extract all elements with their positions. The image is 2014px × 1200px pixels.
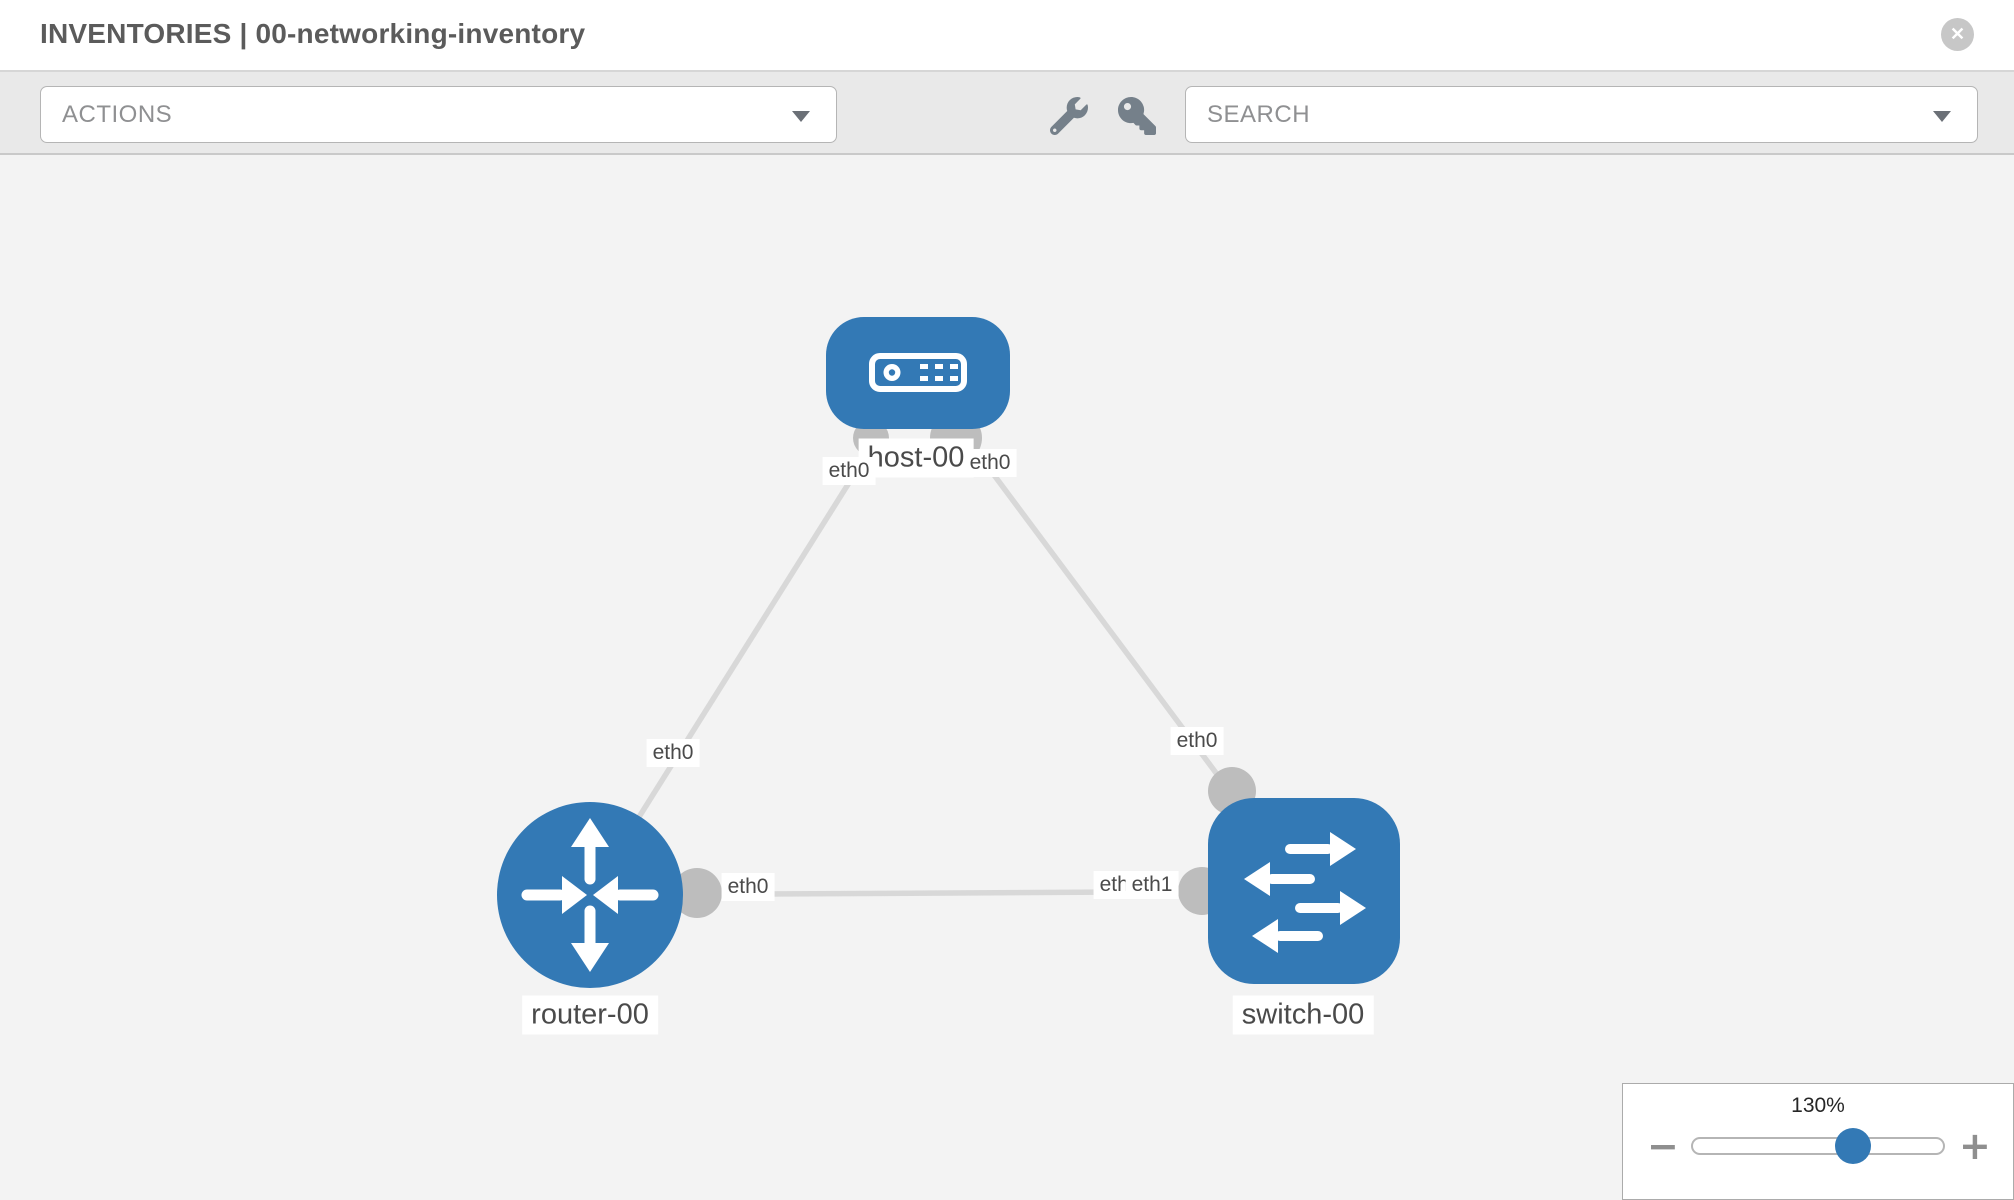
zoom-in-button[interactable]: + bbox=[1959, 1124, 1991, 1168]
toolbar: ACTIONS SEARCH bbox=[0, 72, 2014, 155]
node-switch-00[interactable] bbox=[1208, 798, 1400, 984]
node-label-host-00: host-00 bbox=[858, 438, 974, 478]
interface-label: eth0 bbox=[721, 873, 775, 901]
key-button[interactable] bbox=[1118, 97, 1156, 135]
caret-down-icon bbox=[1933, 111, 1951, 122]
header: INVENTORIES | 00-networking-inventory ✕ bbox=[0, 0, 2014, 72]
caret-down-icon bbox=[792, 111, 810, 122]
plus-icon: + bbox=[1959, 1124, 1991, 1168]
host-icon bbox=[869, 353, 967, 392]
router-icon bbox=[521, 818, 659, 972]
wrench-icon bbox=[1049, 97, 1088, 136]
key-icon bbox=[1118, 97, 1156, 135]
minus-icon: − bbox=[1647, 1124, 1679, 1168]
page-title: INVENTORIES | 00-networking-inventory bbox=[40, 18, 586, 49]
close-icon: ✕ bbox=[1949, 24, 1966, 44]
interface-label: eth0 bbox=[963, 449, 1017, 477]
actions-dropdown-label: ACTIONS bbox=[62, 101, 173, 128]
search-dropdown[interactable]: SEARCH bbox=[1185, 86, 1978, 143]
interface-dot bbox=[672, 868, 722, 918]
close-button[interactable]: ✕ bbox=[1941, 18, 1974, 51]
node-label-router-00: router-00 bbox=[522, 995, 658, 1035]
interface-label: eth0 bbox=[1170, 727, 1224, 755]
interface-label: eth1 bbox=[1125, 871, 1179, 899]
zoom-control-panel: 130% − + bbox=[1622, 1083, 2014, 1200]
zoom-slider-track[interactable] bbox=[1691, 1128, 1945, 1164]
wrench-button[interactable] bbox=[1049, 97, 1088, 136]
switch-icon bbox=[1244, 832, 1366, 953]
interface-label: eth0 bbox=[822, 457, 876, 485]
search-placeholder: SEARCH bbox=[1207, 101, 1311, 128]
zoom-slider-knob[interactable] bbox=[1835, 1128, 1872, 1164]
node-host-00[interactable] bbox=[826, 317, 1010, 429]
actions-dropdown[interactable]: ACTIONS bbox=[40, 86, 837, 143]
node-router-00[interactable] bbox=[497, 802, 683, 988]
node-label-switch-00: switch-00 bbox=[1232, 995, 1374, 1035]
interface-label: eth0 bbox=[646, 739, 700, 767]
zoom-level-value: 130% bbox=[1791, 1094, 1845, 1117]
topology-canvas[interactable]: host-00 router-00 switch-00 eth0 eth0 et… bbox=[0, 155, 2014, 1200]
zoom-out-button[interactable]: − bbox=[1647, 1124, 1679, 1168]
